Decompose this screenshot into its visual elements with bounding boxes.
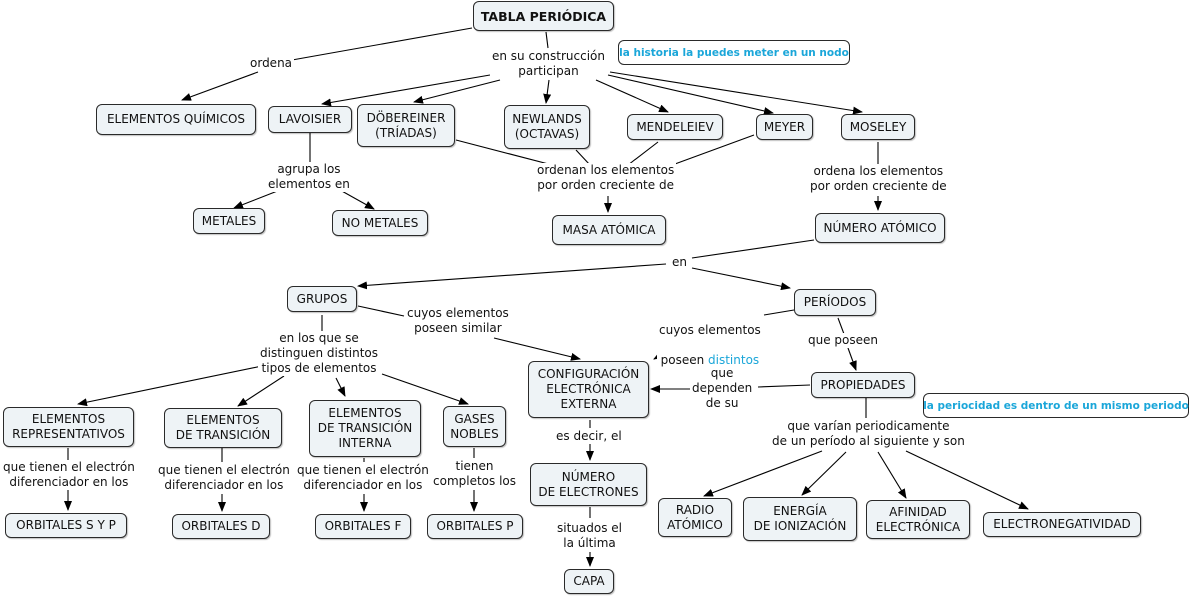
link-label-tienen-transicion-interna: que tienen el electrón diferenciador en … [295, 463, 431, 493]
node-elementos-de-transicion[interactable]: ELEMENTOS DE TRANSICIÓN [164, 408, 282, 448]
connector [233, 189, 281, 209]
link-label-distintos-highlight: distintos [708, 353, 760, 367]
connector [847, 347, 857, 371]
connector [339, 189, 375, 210]
node-afinidad-electronica[interactable]: AFINIDAD ELECTRÓNICA [866, 500, 970, 539]
connector [237, 375, 285, 407]
node-metales[interactable]: METALES [193, 208, 265, 234]
node-lavoisier[interactable]: LAVOISIER [268, 106, 352, 133]
connector [703, 450, 823, 497]
node-numero-atomico[interactable]: NÚMERO ATÓMICO [815, 213, 945, 243]
node-gases-nobles[interactable]: GASES NOBLES [443, 406, 506, 447]
connector [595, 79, 669, 113]
node-orbitales-p[interactable]: ORBITALES P [427, 514, 523, 539]
connector [757, 384, 811, 388]
link-label-cuyos-distintos-line1: cuyos elementos [659, 323, 761, 337]
connector [607, 74, 774, 115]
link-label-en-su-construccion: en su construcción participan [490, 49, 607, 79]
link-label-varian: que varían periodicamente de un período … [770, 419, 967, 449]
connector [837, 317, 845, 335]
connector [381, 373, 469, 405]
link-label-que-dependen: que dependen de su [690, 366, 755, 411]
link-label-cuyos-distintos: cuyos elementos poseen distintos [657, 308, 763, 368]
connector [543, 79, 552, 104]
node-elementos-de-transicion-interna[interactable]: ELEMENTOS DE TRANSICIÓN INTERNA [309, 400, 421, 457]
node-orbitales-f[interactable]: ORBITALES F [315, 514, 411, 539]
node-energia-de-ionizacion[interactable]: ENERGÍA DE IONIZACIÓN [743, 497, 857, 541]
link-label-cuyos-distintos-line2: poseen [660, 353, 709, 367]
connector [321, 74, 491, 107]
connector [357, 263, 667, 290]
note-periodicidad[interactable]: la periocidad es dentro de un mismo peri… [923, 393, 1189, 418]
link-label-en: en [670, 255, 689, 270]
connector [627, 141, 659, 166]
node-propiedades[interactable]: PROPIEDADES [811, 372, 915, 398]
connector [181, 71, 259, 101]
connector [905, 450, 1029, 510]
node-grupos[interactable]: GRUPOS [287, 286, 357, 312]
connector [575, 149, 591, 166]
node-newlands[interactable]: NEWLANDS (OCTAVAS) [504, 105, 590, 149]
link-label-tienen-representativos: que tienen el electrón diferenciador en … [1, 460, 137, 490]
node-numero-de-electrones[interactable]: NÚMERO DE ELECTRONES [530, 463, 647, 506]
link-label-que-poseen: que poseen [806, 333, 881, 348]
connector [877, 451, 907, 499]
node-orbitales-d[interactable]: ORBITALES D [172, 514, 270, 539]
link-label-ordenan: ordenan los elementos por orden crecient… [535, 163, 677, 193]
node-no-metales[interactable]: NO METALES [332, 210, 428, 236]
node-orbitales-s-y-p[interactable]: ORBITALES S Y P [5, 513, 127, 538]
connector [493, 337, 581, 361]
node-radio-atomico[interactable]: RADIO ATÓMICO [658, 498, 732, 537]
link-label-es-decir: es decir, el [554, 429, 624, 444]
connector [413, 79, 501, 104]
node-meyer[interactable]: MEYER [756, 114, 813, 140]
node-periodos[interactable]: PERÍODOS [794, 289, 876, 316]
link-label-tienen-transicion: que tienen el electrón diferenciador en … [156, 463, 292, 493]
node-masa-atomica[interactable]: MASA ATÓMICA [552, 215, 666, 245]
connector [691, 239, 815, 259]
link-label-ordena: ordena [248, 56, 295, 71]
node-tabla-periodica[interactable]: TABLA PERIÓDICA [473, 1, 614, 31]
connector [455, 139, 561, 168]
link-label-ordena-moseley: ordena los elementos por orden creciente… [808, 164, 949, 194]
node-mendeleiev[interactable]: MENDELEIEV [627, 114, 723, 140]
note-historia[interactable]: la historia la puedes meter en un nodo [618, 40, 850, 65]
connector [77, 365, 263, 407]
connector [691, 267, 791, 291]
node-configuracion[interactable]: CONFIGURACIÓN ELECTRÓNICA EXTERNA [528, 361, 649, 418]
link-label-cuyos-similar: cuyos elementos poseen similar [405, 306, 511, 336]
node-moseley[interactable]: MOSELEY [841, 114, 915, 140]
connector [663, 134, 755, 169]
node-electronegatividad[interactable]: ELECTRONEGATIVIDAD [983, 512, 1141, 537]
link-label-situados: situados el la última [555, 521, 624, 551]
connector [609, 71, 863, 115]
connector [763, 309, 795, 316]
connector [291, 27, 473, 61]
link-label-tienen-completos: tienen completos los [431, 459, 519, 489]
connector [801, 451, 847, 496]
connector [335, 377, 346, 397]
node-elementos-representativos[interactable]: ELEMENTOS REPRESENTATIVOS [3, 407, 134, 447]
node-capa[interactable]: CAPA [564, 569, 614, 594]
connector [545, 31, 549, 49]
link-label-en-los-que: en los que se distinguen distintos tipos… [258, 331, 381, 376]
node-dobereiner[interactable]: DÖBEREINER (TRÍADAS) [357, 104, 455, 147]
node-elementos-quimicos[interactable]: ELEMENTOS QUÍMICOS [96, 104, 256, 135]
link-label-agrupa: agrupa los elementos en [266, 162, 352, 192]
connector [357, 305, 405, 317]
